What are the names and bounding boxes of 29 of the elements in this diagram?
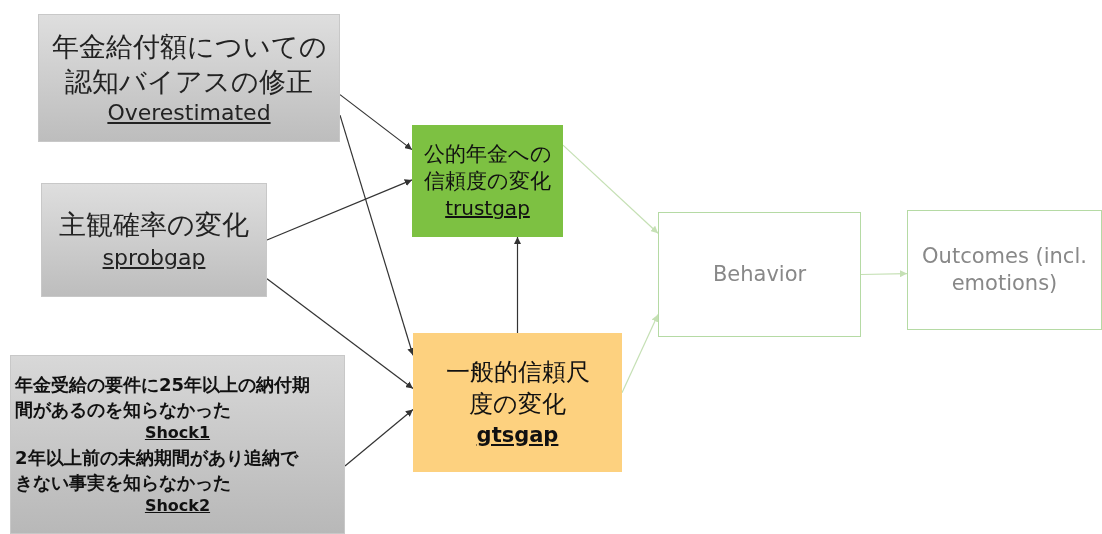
process-box	[412, 125, 563, 237]
arrow	[860, 270, 908, 278]
arrow	[266, 278, 414, 390]
arrow	[562, 144, 659, 234]
variable-name: sprobgap	[102, 244, 206, 273]
variable-name: Shock2	[143, 494, 212, 517]
node-text: 一般的信頼尺度の変化	[444, 356, 591, 421]
node-text: Outcomes (incl. emotions)	[921, 242, 1088, 297]
node-text: 年金給付額についての認知バイアスの修正	[50, 29, 328, 99]
arrow	[339, 114, 415, 356]
process-box	[10, 355, 345, 534]
arrow	[344, 408, 414, 467]
node-text: 2年以上前の未納期間があり追納できない事実を知らなかった	[14, 445, 300, 495]
variable-name: gtsgap	[476, 421, 559, 449]
node-text: Behavior	[712, 260, 807, 288]
node-text: 年金受給の要件に25年以上の納付期間があるのを知らなかった	[14, 372, 312, 422]
node-text: 公的年金への信頼度の変化	[422, 140, 553, 195]
arrow	[513, 236, 522, 334]
variable-name: Overestimated	[107, 98, 271, 127]
arrow	[339, 94, 413, 151]
process-box	[907, 210, 1102, 330]
variable-name: Shock1	[143, 422, 212, 445]
process-box	[658, 212, 861, 337]
process-box	[413, 333, 622, 472]
process-box	[38, 14, 340, 142]
process-box	[41, 183, 267, 297]
node-text: 主観確率の変化	[59, 207, 249, 242]
variable-name: trustgap	[445, 195, 530, 222]
arrow	[266, 179, 413, 241]
